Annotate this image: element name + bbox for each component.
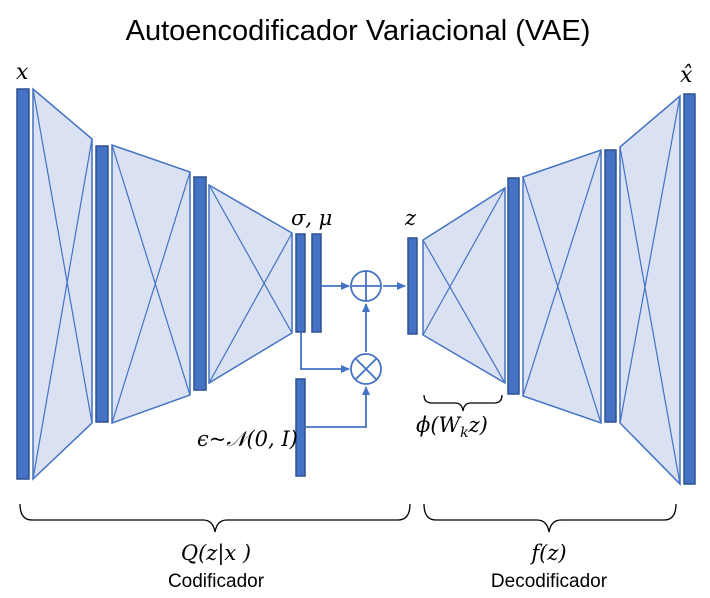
product-operator-icon <box>350 353 382 385</box>
sigma-bar <box>295 233 306 333</box>
decoder-formula: f(z) <box>529 541 566 565</box>
encoder-brace <box>19 503 411 533</box>
diagram-title: Autoencodificador Variacional (VAE) <box>126 15 591 47</box>
input-label: x <box>16 60 29 85</box>
epsilon-label: ϵ~𝒩(0, I) <box>197 427 298 451</box>
output-label: x̂ <box>680 63 693 88</box>
output-bar <box>683 93 696 485</box>
input-bar <box>16 88 30 480</box>
latent-z-bar <box>407 237 418 335</box>
arrow-sigma-to-product <box>300 332 350 373</box>
encoder-layer-3 <box>208 183 293 385</box>
decoder-layer-2 <box>522 148 602 425</box>
encoder-formula: Q(z|x ) <box>181 541 251 566</box>
decoder-layer-3 <box>619 94 681 486</box>
decoder-bar-1 <box>507 177 520 395</box>
decoder-layer-1 <box>422 186 506 385</box>
sum-operator-icon <box>350 270 382 302</box>
mu-bar <box>311 233 322 333</box>
encoder-bar-2 <box>95 145 109 423</box>
arrow-epsilon-to-product <box>305 386 370 428</box>
decoder-brace <box>423 503 677 533</box>
encoder-label: Codificador <box>168 571 265 592</box>
decoder-label: Decodificador <box>491 571 608 592</box>
phi-brace <box>423 394 503 412</box>
encoder-layer-2 <box>111 143 191 425</box>
decoder-bar-2 <box>604 149 617 423</box>
encoder-layer-1 <box>32 87 93 481</box>
sigma-mu-label: σ, μ <box>291 206 332 230</box>
phi-label: ϕ(Wkz) <box>416 413 488 441</box>
encoder-bar-3 <box>193 176 207 391</box>
z-label: z <box>404 206 417 230</box>
